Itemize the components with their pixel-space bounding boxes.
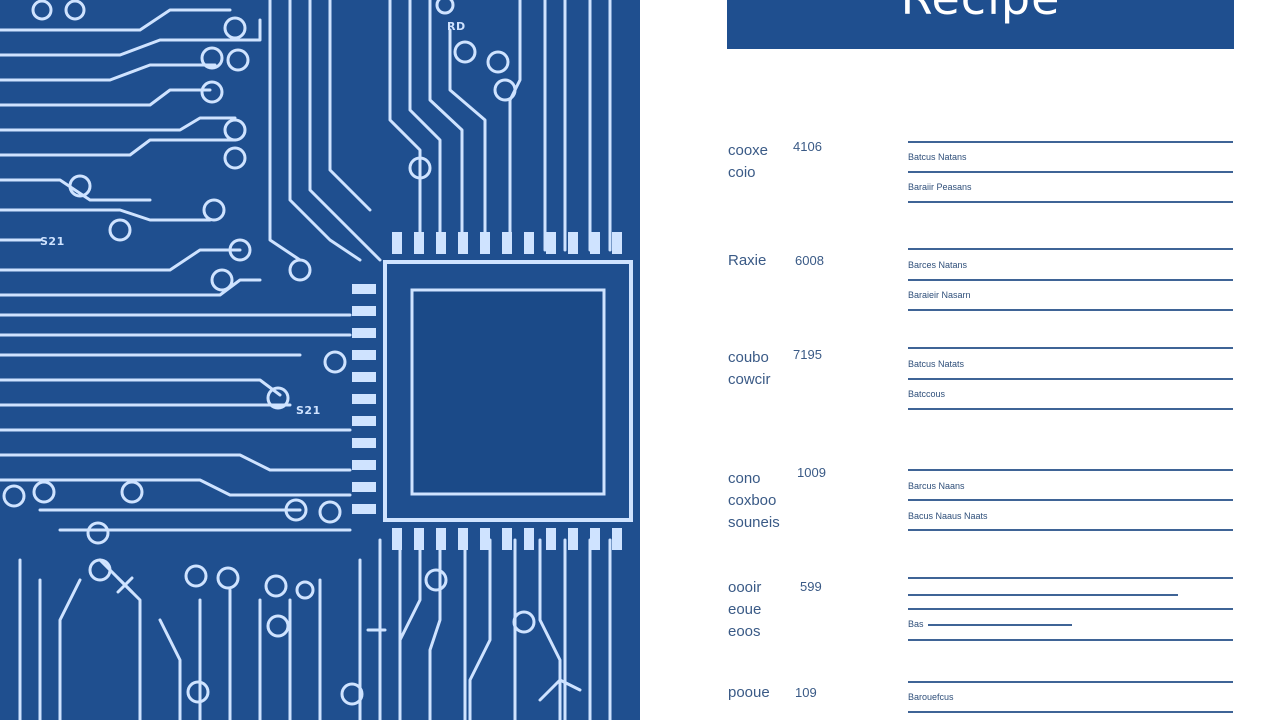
row-label-line: coubo (728, 349, 769, 366)
row-entry: Barouefcus (908, 692, 954, 702)
recipe-title-banner: Recipe (727, 0, 1234, 49)
circuit-board-illustration: RD S21 S21 (0, 0, 640, 720)
row-label: pooue (728, 682, 770, 704)
row-rule (908, 711, 1233, 713)
row-rule (908, 279, 1233, 281)
row-label-line: pooue (728, 684, 770, 701)
row-entry: Barcus Naans (908, 481, 965, 491)
row-rule (908, 529, 1233, 531)
row-rule (908, 141, 1233, 143)
row-label: cooxe coio (728, 140, 768, 184)
row-quantity: 109 (795, 685, 817, 700)
row-entry: Baraiir Peasans (908, 182, 972, 192)
row-rule (928, 624, 1072, 626)
recipe-panel: Recipe cooxe coio 4106 Batcus Natans Bar… (640, 0, 1280, 720)
row-quantity: 599 (800, 579, 822, 594)
row-rule (908, 681, 1233, 683)
row-entry: Batccous (908, 389, 946, 399)
row-rule (908, 347, 1233, 349)
row-rule (908, 378, 1233, 380)
row-quantity: 4106 (793, 139, 822, 154)
row-label-line: eoue (728, 601, 762, 618)
row-rule (908, 309, 1233, 311)
row-entry: Baraieir Nasarn (908, 290, 971, 300)
row-rule (908, 594, 1178, 596)
row-label-line: souneis (728, 514, 780, 531)
row-rule (908, 639, 1233, 641)
row-rule (908, 408, 1233, 410)
row-label-line: cooxe (728, 142, 769, 159)
row-rule (908, 171, 1233, 173)
row-label: cono coxboo souneis (728, 468, 780, 534)
circuit-traces (0, 0, 633, 720)
row-entry: Batcus Natans (908, 152, 967, 162)
row-label: coubo cowcir (728, 347, 771, 391)
row-quantity: 7195 (793, 347, 822, 362)
row-label: oooir eoue eoos (728, 577, 761, 643)
row-label-line: cowcir (728, 371, 771, 388)
circuit-label-s21: S21 (40, 235, 65, 248)
row-entry: Bas (908, 619, 924, 629)
row-quantity: 1009 (797, 465, 826, 480)
row-label: Raxie (728, 250, 766, 272)
row-label-line: eoos (728, 623, 761, 640)
recipe-title: Recipe (727, 0, 1234, 25)
chip-die (410, 288, 606, 496)
row-entry: Barces Natans (908, 260, 968, 270)
row-label-line: coxboo (728, 492, 777, 509)
row-entry: Bacus Naaus Naats (908, 511, 988, 521)
row-rule (908, 248, 1233, 250)
circuit-label-s21-b: S21 (296, 404, 321, 417)
row-rule (908, 201, 1233, 203)
row-rule (908, 577, 1233, 579)
row-rule (908, 608, 1233, 610)
row-entry: Batcus Natats (908, 359, 965, 369)
row-rule (908, 469, 1233, 471)
circuit-label-rd: RD (447, 20, 466, 33)
row-quantity: 6008 (795, 253, 824, 268)
row-label-line: oooir (728, 579, 762, 596)
row-label-line: cono (728, 470, 761, 487)
row-label-line: coio (728, 164, 756, 181)
row-label-line: Raxie (728, 252, 767, 269)
row-rule (908, 499, 1233, 501)
